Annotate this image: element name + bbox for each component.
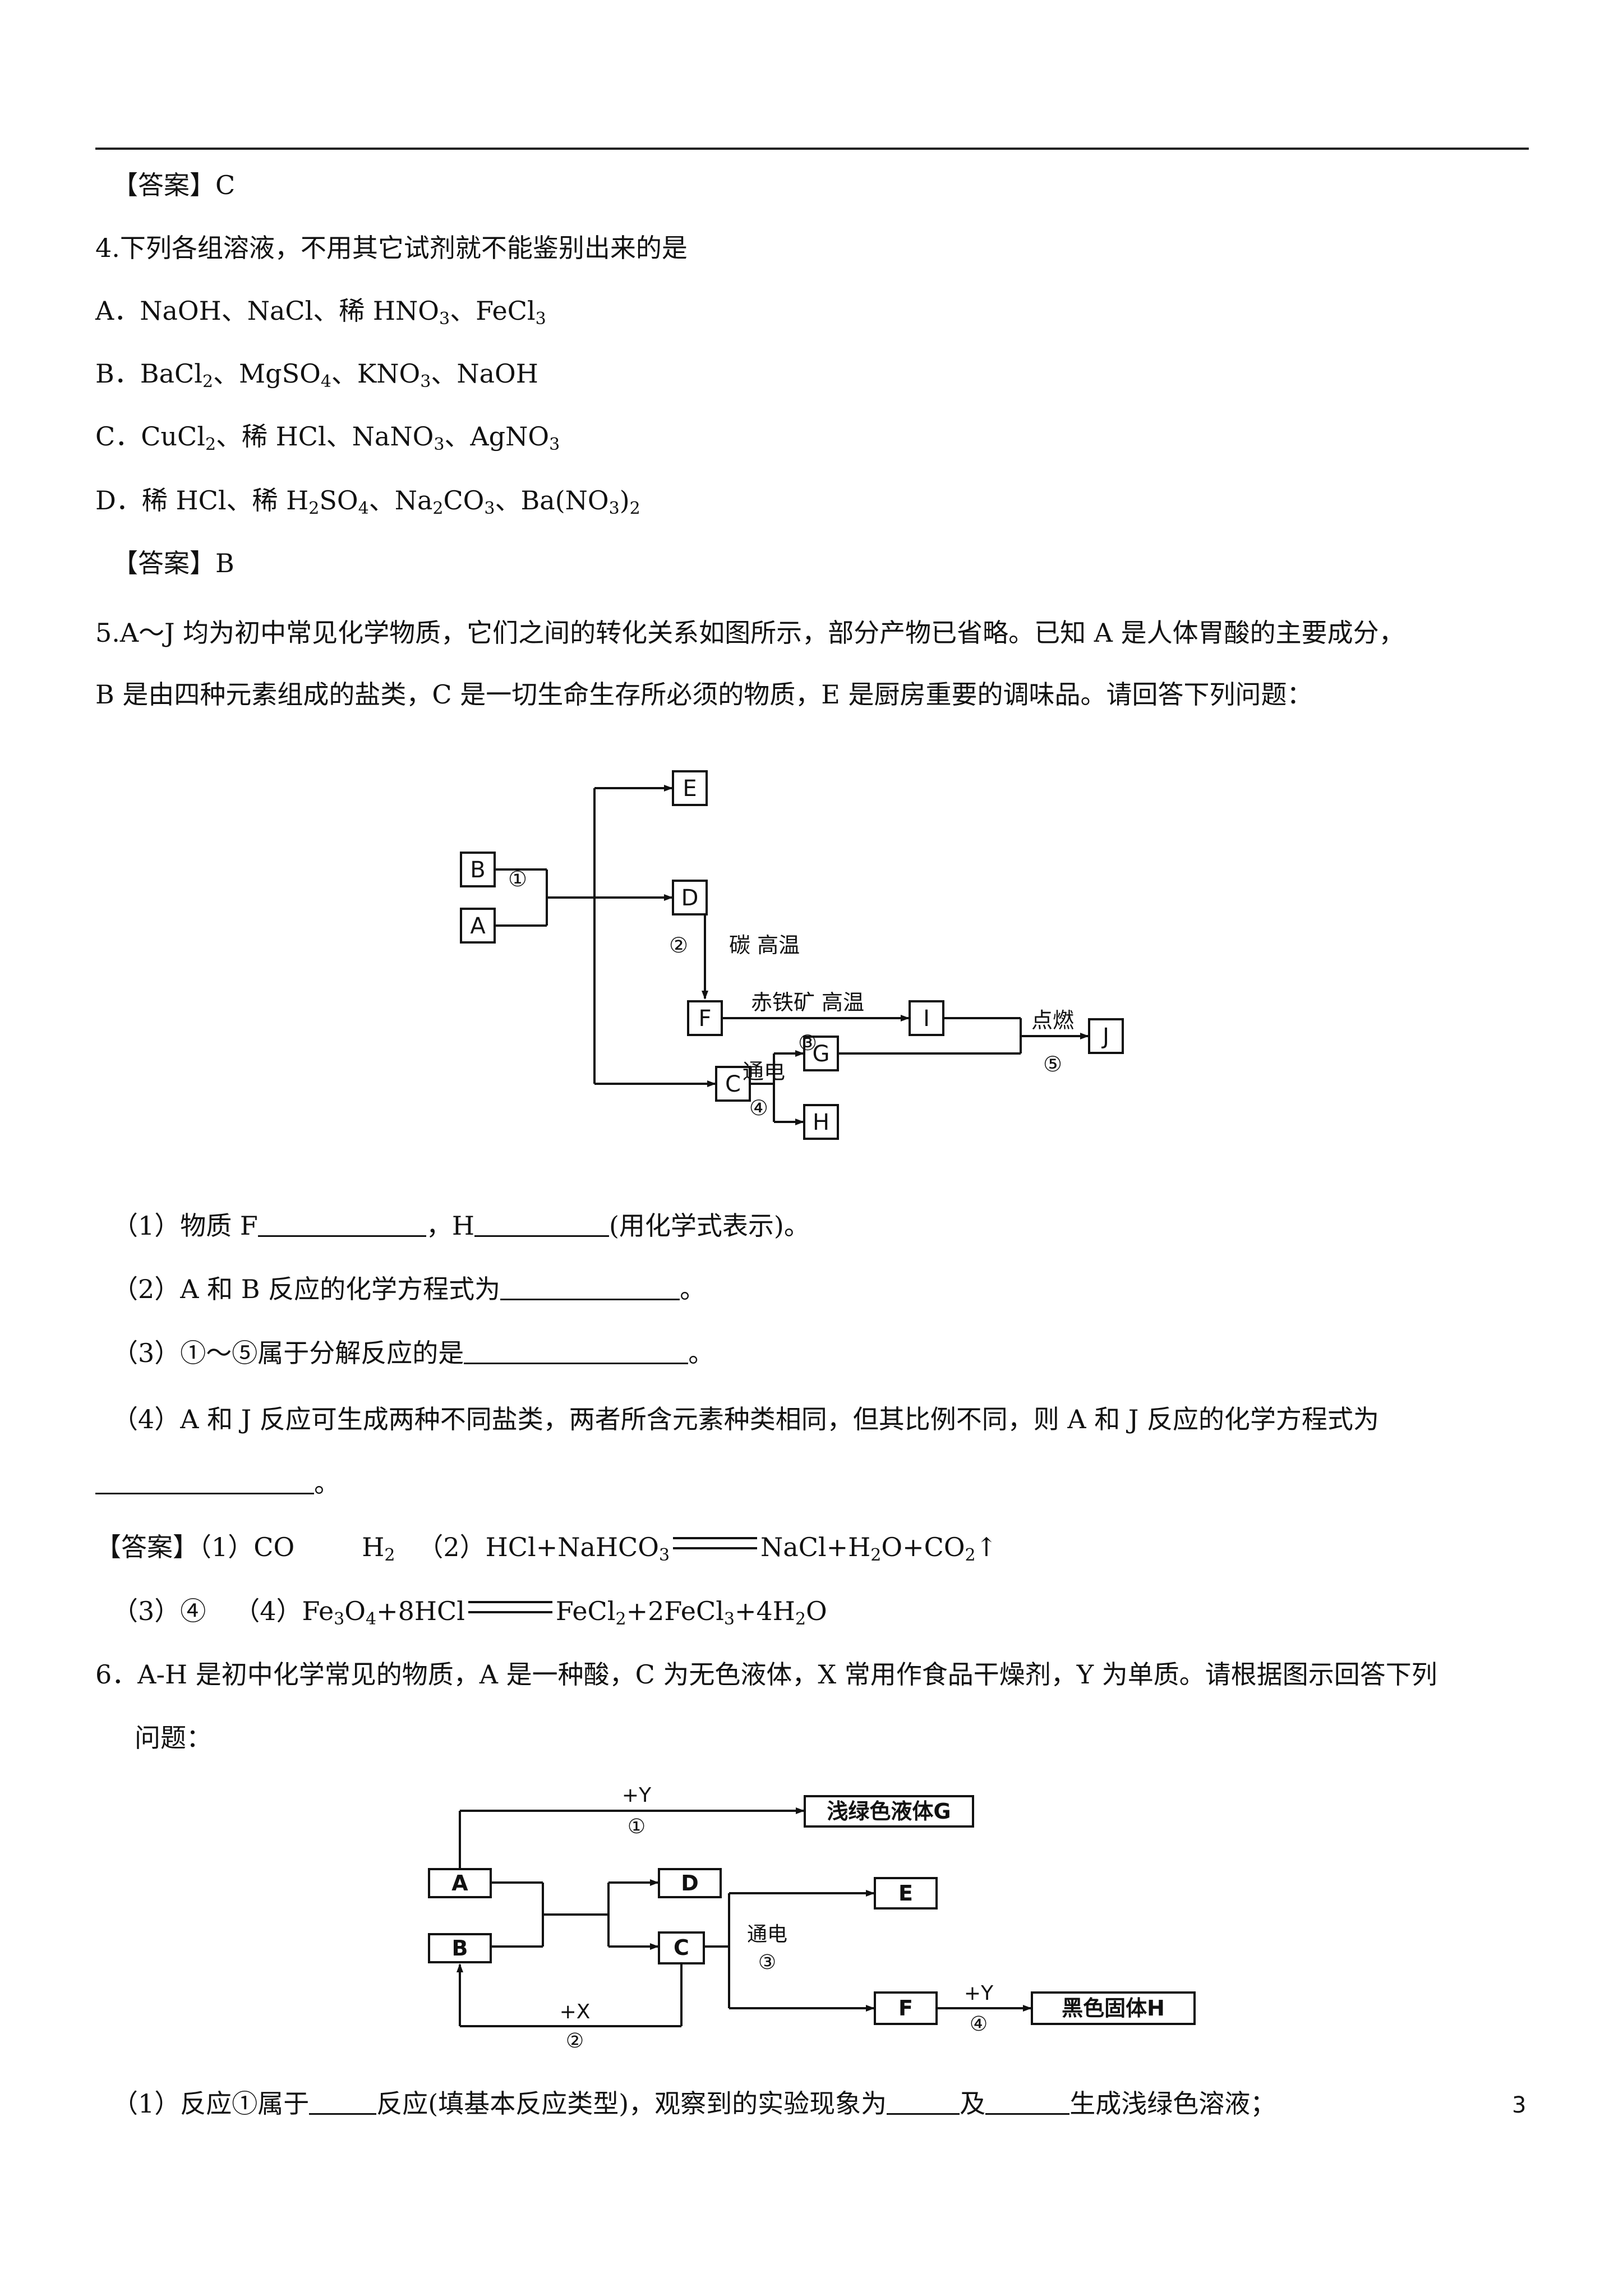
q6-node-e [874,1877,938,1910]
q5-sub2: （2）A 和 B 反应的化学方程式为。 [112,1274,706,1304]
q5-node-f [687,1000,723,1036]
svg-text:②: ② [669,933,688,958]
q6-node-g [804,1795,974,1828]
q6-reaction-diagram: A B D C E F 浅绿色液体G 黑色固体H +Y ① +X ② 通电 ③ … [428,1784,1196,2053]
q5-sub3: （3）①～⑤属于分解反应的是。 [112,1338,714,1368]
svg-text:③: ③ [758,1951,776,1974]
q4-answer: 【答案】B [112,548,234,578]
svg-text:G: G [813,1041,830,1067]
svg-text:J: J [1101,1024,1109,1050]
svg-text:+X: +X [560,2000,591,2023]
svg-text:I: I [923,1006,930,1032]
svg-text:A: A [451,1871,468,1895]
svg-text:A: A [470,913,486,939]
svg-text:C: C [674,1935,689,1960]
q6-node-a [428,1868,492,1898]
q4-option-d: D．稀 HCl、稀 H2SO4、Na2CO3、Ba(NO3)2 [95,485,640,518]
q5-sub4: （4）A 和 J 反应可生成两种不同盐类，两者所含元素种类相同，但其比例不同，则… [112,1404,1379,1434]
svg-text:⑤: ⑤ [1043,1052,1062,1076]
svg-text:浅绿色液体G: 浅绿色液体G [827,1799,951,1824]
svg-text:①: ① [508,867,527,891]
q5-sub1: （1）物质 F，H(用化学式表示)。 [112,1211,810,1241]
svg-text:通电: 通电 [747,1923,787,1946]
svg-text:B: B [452,1936,468,1961]
q5-node-d [672,880,708,915]
q5-stem-line2: B 是由四种元素组成的盐类，C 是一切生命生存所必须的物质，E 是厨房重要的调味… [95,679,1313,710]
q5-node-c [715,1066,751,1102]
q5-node-i [909,1000,944,1036]
q4-option-c: C．CuCl2、稀 HCl、NaNO3、AgNO3 [95,421,560,454]
q5-node-b [460,852,496,887]
q6-node-f [874,1991,938,2025]
svg-text:碳 高温: 碳 高温 [729,933,800,958]
svg-text:B: B [470,857,485,883]
svg-text:④: ④ [970,2013,988,2036]
q6-stem-line1: 6．A-H 是初中化学常见的物质，A 是一种酸，C 为无色液体，X 常用作食品干… [95,1659,1437,1690]
svg-text:④: ④ [749,1096,768,1120]
svg-text:通电: 通电 [743,1059,785,1084]
svg-text:C: C [725,1071,741,1097]
q5-node-a [460,908,496,944]
svg-text:+Y: +Y [964,1982,994,2005]
q4-option-b: B．BaCl2、MgSO4、KNO3、NaOH [95,358,538,392]
q5-reaction-diagram: B A E D F I J C G H ① ② 碳 高温 赤铁矿 高温 ③ 点燃… [460,770,1124,1140]
svg-text:E: E [898,1881,913,1906]
q6-node-c [658,1931,705,1964]
svg-text:黑色固体H: 黑色固体H [1062,1996,1165,2021]
page-number: 3 [1512,2092,1527,2118]
q6-sub1: （1）反应①属于反应(填基本反应类型)，观察到的实验现象为及生成浅绿色溶液； [112,2088,1276,2119]
svg-text:E: E [683,776,697,802]
header-rule [95,148,1529,150]
double-equals-sign [468,1601,552,1613]
svg-text:赤铁矿 高温: 赤铁矿 高温 [751,990,864,1015]
q6-node-h [1031,1991,1196,2025]
q5-node-j [1088,1018,1124,1054]
q6-node-d [658,1868,722,1898]
q5-node-g [803,1036,839,1071]
svg-text:F: F [698,1006,711,1032]
q6-stem-line2: 问题： [135,1723,212,1753]
double-equals-sign [673,1537,758,1549]
gas-arrow-icon: ↑ [975,1532,998,1562]
svg-text:D: D [681,1871,699,1895]
q5-node-e [672,770,708,806]
svg-text:+Y: +Y [622,1784,652,1807]
q5-node-h [803,1104,839,1140]
svg-text:点燃: 点燃 [1031,1008,1074,1033]
svg-text:②: ② [566,2030,584,2053]
svg-text:③: ③ [798,1030,817,1055]
q4-option-a: A．NaOH、NaCl、稀 HNO3、FeCl3 [95,296,546,329]
q3-answer: 【答案】C [112,170,236,200]
svg-text:H: H [813,1110,829,1135]
svg-text:D: D [681,885,699,911]
svg-text:①: ① [628,1815,645,1838]
q5-sub4-blank: 。 [95,1466,340,1500]
svg-text:F: F [898,1996,913,2021]
q4-stem: 4.下列各组溶液，不用其它试剂就不能鉴别出来的是 [95,233,688,263]
q6-node-b [428,1933,492,1963]
q5-stem-line1: 5.A～J 均为初中常见化学物质，它们之间的转化关系如图所示，部分产物已省略。已… [95,618,1405,648]
